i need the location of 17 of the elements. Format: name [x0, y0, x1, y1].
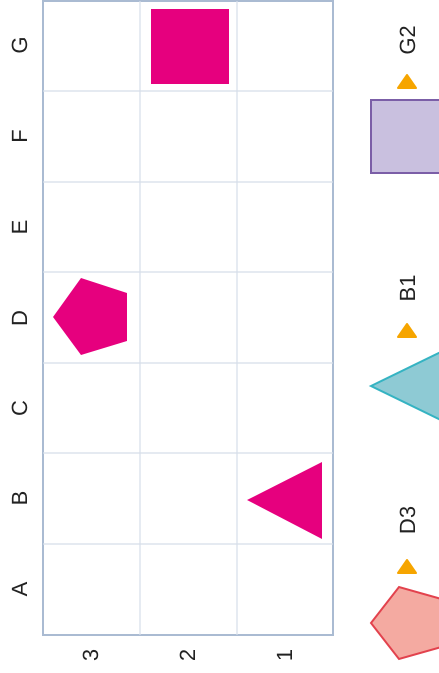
pentagon-shape [53, 278, 127, 355]
column-label: E [9, 220, 31, 234]
triangle-shape [247, 462, 322, 539]
square-shape [151, 9, 229, 84]
column-label: G [9, 36, 31, 54]
column-label: D [9, 310, 31, 326]
column-label: F [9, 129, 31, 143]
row-label: 2 [177, 648, 199, 662]
row-label: 1 [274, 648, 296, 662]
row-label: 3 [80, 648, 102, 662]
column-label: A [9, 582, 31, 596]
cell-reference: G2 [397, 25, 419, 55]
column-label: B [9, 490, 31, 506]
cell-reference: B1 [397, 274, 419, 302]
column-label: C [9, 400, 31, 416]
pentagon-shape [370, 586, 439, 660]
cell-reference: D3 [397, 506, 419, 534]
